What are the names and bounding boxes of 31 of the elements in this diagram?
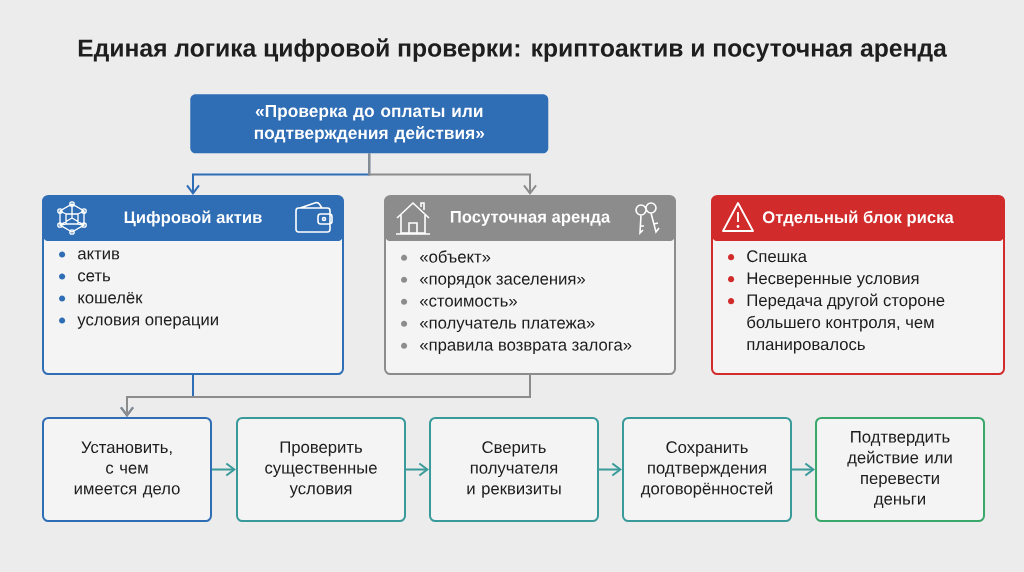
card <box>711 195 1005 375</box>
list-item: Несверенные условия <box>728 272 919 288</box>
list-item: «стоимость» <box>401 297 517 307</box>
arrow <box>211 462 236 477</box>
card-title: Цифровой актив <box>124 210 262 227</box>
list-item: «получатель платежа» <box>401 319 595 332</box>
list-item: актив <box>59 250 120 260</box>
arrow <box>120 374 531 417</box>
arrow <box>368 152 537 195</box>
arrow <box>791 462 815 477</box>
list-item: Передача другой стороне большего контроля, чем планировалось <box>728 293 945 354</box>
list-item: «объект» <box>401 250 491 263</box>
card <box>384 195 676 375</box>
step-box: Установить, с чем имеется дело <box>42 417 212 522</box>
step-box: Сохранить подтверждения договорённостей <box>622 417 792 522</box>
list-item: сеть <box>59 272 111 282</box>
title: Единая логика цифровой проверки: криптоактив и посуточная аренда <box>78 38 947 62</box>
card <box>42 195 344 375</box>
step-box: Сверить получателя и реквизиты <box>429 417 599 522</box>
list-item: Спешка <box>728 250 807 263</box>
list-item: кошелёк <box>59 291 143 304</box>
list-item: условия операции <box>59 316 218 329</box>
heading-box: «Проверка до оплаты или подтверждения действия» <box>190 94 549 154</box>
list-item: «порядок заселения» <box>401 275 585 288</box>
arrow <box>405 462 429 477</box>
card-title: Отдельный блок риска <box>762 210 954 227</box>
step-box: Проверить существенные условия <box>236 417 406 522</box>
step-box: Подтвердить действие или перевести деньги <box>815 417 985 522</box>
arrow <box>598 462 622 477</box>
list-item: «правила возврата залога» <box>401 341 632 354</box>
card-title: Посуточная аренда <box>450 211 611 226</box>
